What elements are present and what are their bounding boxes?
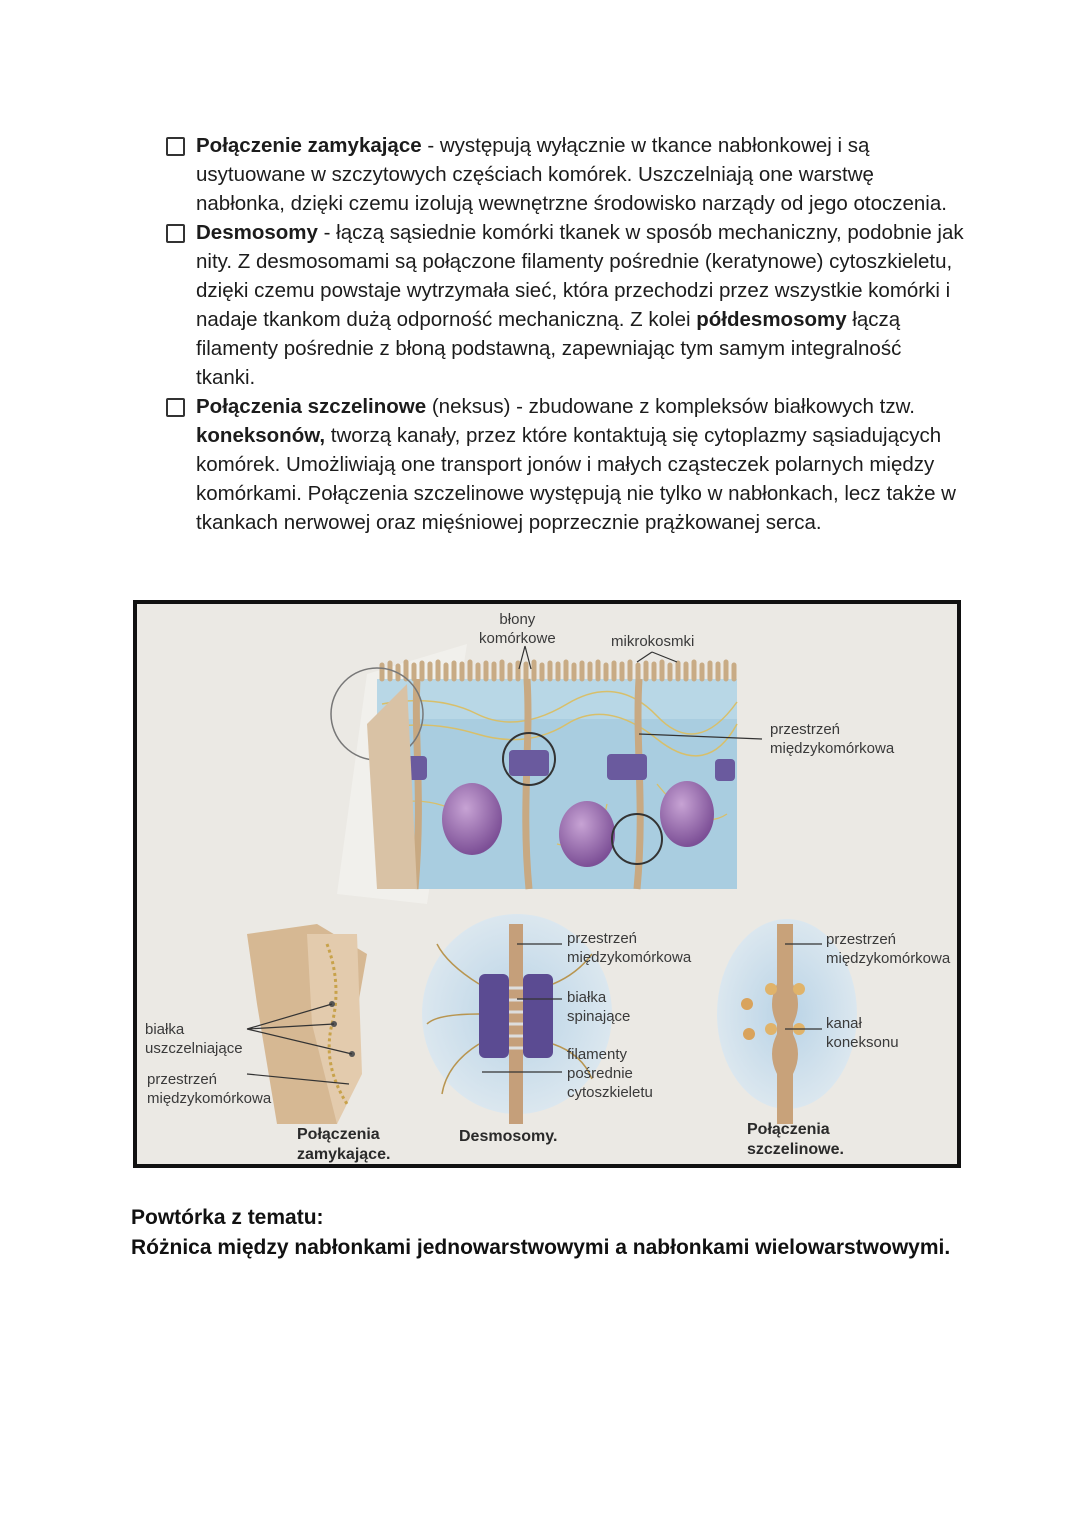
label-intercellular-space-top: przestrzeń międzykomórkowa <box>770 721 895 757</box>
caption-desmosomes: Desmosomy. <box>459 1128 558 1145</box>
bullet-tight-junction: Połączenie zamykające - występują wyłącz… <box>166 131 966 218</box>
bullet-text: (neksus) - zbudowane z kompleksów białko… <box>426 395 915 418</box>
review-question: Różnica między nabłonkami jednowarstwowy… <box>131 1236 951 1259</box>
bullet-text: tworzą kanały, przez które kontaktują si… <box>196 424 956 534</box>
bullet-text: - występują wyłącznie w tkance nabłonkow… <box>196 134 947 215</box>
review-heading: Powtórka z tematu: <box>131 1206 324 1229</box>
cell-junctions-illustration: błony komórkowe mikrokosmki przestrzeń m… <box>133 600 961 1168</box>
bullet-term: Desmosomy <box>196 221 318 244</box>
caption-gap-junctions: Połączenia szczelinowe. <box>747 1121 844 1158</box>
epithelium-block <box>330 659 738 890</box>
label-cell-membranes: błony komórkowe <box>479 611 556 647</box>
illustration-drawing <box>137 604 957 1164</box>
label-connexon-channel: kanał koneksonu <box>826 1015 899 1051</box>
label-intermediate-filaments: filamenty pośrednie cytoszkieletu <box>567 1046 653 1101</box>
caption-tight-junctions: Połączenia zamykające. <box>297 1126 391 1163</box>
bullet-term: Połączenia szczelinowe <box>196 395 427 418</box>
label-linking-proteins: białka spinające <box>567 989 631 1025</box>
bullet-list: Połączenie zamykające - występują wyłącz… <box>166 131 966 537</box>
bullet-desmosomes: Desmosomy - łączą sąsiednie komórki tkan… <box>166 218 966 392</box>
checkbox[interactable] <box>166 398 185 417</box>
tight-junction-detail <box>246 924 367 1124</box>
label-sealing-proteins: białka uszczelniające <box>145 1021 243 1057</box>
bullet-text: - łączą sąsiednie komórki tkanek w sposó… <box>196 221 964 331</box>
bullet-term: Połączenie zamykające <box>196 134 422 157</box>
bullet-gap-junctions: Połączenia szczelinowe (neksus) - zbudow… <box>166 392 966 537</box>
desmosome-detail <box>422 914 612 1124</box>
checkbox[interactable] <box>166 224 185 243</box>
label-intercellular-space-gap: przestrzeń międzykomórkowa <box>826 931 951 967</box>
review-section: Powtórka z tematu: Różnica między nabłon… <box>131 1203 951 1263</box>
label-intercellular-space-tight: przestrzeń międzykomórkowa <box>147 1071 272 1107</box>
label-intercellular-space-desmosome: przestrzeń międzykomórkowa <box>567 930 692 966</box>
label-microvilli: mikrokosmki <box>611 633 695 650</box>
checkbox[interactable] <box>166 137 185 156</box>
gap-junction-detail <box>717 919 857 1124</box>
bullet-text: łączą filamenty pośrednie z błoną podsta… <box>196 308 902 389</box>
bullet-term-secondary: półdesmosomy <box>696 308 847 331</box>
bullet-term-secondary: koneksonów, <box>196 424 326 447</box>
